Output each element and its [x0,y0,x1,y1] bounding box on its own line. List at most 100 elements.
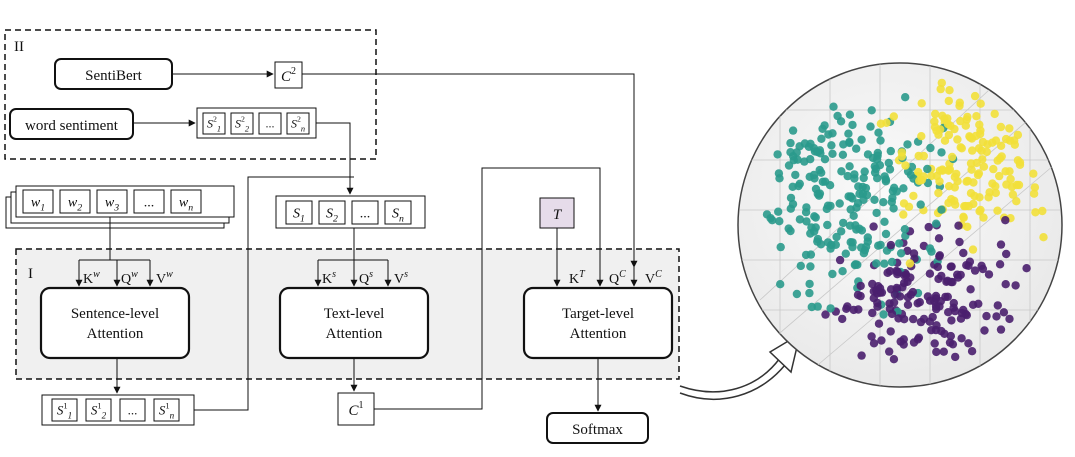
target-k-label: KT [569,269,586,287]
scatter-point [828,269,837,279]
scatter-point [968,146,977,155]
scatter-point [854,182,863,191]
scatter-point [997,152,1006,161]
scatter-point [975,120,984,129]
scatter-point [806,262,815,271]
scatter-point [899,184,908,193]
scatter-point [943,119,953,129]
scatter-point [872,208,881,218]
text-v-label: Vs [394,269,408,287]
scatter-point [931,302,941,311]
scatter-point [936,125,945,134]
scatter-point [853,290,863,300]
scatter-point [809,170,819,180]
scatter-point [862,190,872,200]
scatter-point [886,240,896,250]
scatter-point [876,136,885,145]
scatter-point [1002,249,1011,259]
scatter-point [788,126,798,135]
scatter-point [982,311,991,321]
scatter-point [877,288,887,297]
scatter-point [937,78,946,88]
scatter-point [995,260,1005,269]
scatter-point [935,251,944,260]
target-box: T [539,197,575,229]
sentiment-cell-label: S21 [207,115,221,134]
scatter-point [978,264,988,274]
scatter-point [948,340,958,349]
scatter-point [827,141,836,150]
softmax-block: Softmax [546,412,649,444]
scatter-point [810,212,819,221]
scatter-point [959,212,968,221]
scatter-point [879,310,888,319]
scatter-point [800,139,810,148]
scatter-point [900,225,910,234]
scatter-point [956,143,965,152]
scatter-point [810,227,819,236]
scatter-point [859,249,869,258]
scatter-point [850,260,860,270]
scatter-point [813,147,822,157]
scatter-point [822,204,831,214]
scatter-point [839,218,848,228]
scatter-point [775,174,784,183]
scatter-point [850,174,859,183]
word-cell-box [133,189,165,214]
target-label: T [553,207,563,223]
scatter-point [805,288,814,298]
scatter-point [946,262,955,271]
scatter-point [931,109,940,119]
scatter-point [899,199,909,208]
c2-box: C2 [274,61,303,89]
scatter-point [937,271,946,281]
scatter-point [930,117,939,126]
s1-cell-label: S11 [57,401,72,421]
scatter-point [843,302,852,311]
scatter-point [990,109,999,119]
scatter-point [915,176,924,185]
scatter-point [935,177,944,186]
scatter-point [820,155,830,164]
curved-arrow-icon [679,332,802,400]
scatter-point [801,208,811,217]
scatter-point [933,262,942,272]
scatter-point [955,237,964,247]
scatter-point [1007,182,1016,192]
scatter-point [831,240,840,249]
scatter-point [1015,158,1025,167]
text-k-label: Ks [322,269,336,287]
scatter-point [860,167,869,176]
scatter-point [917,99,926,108]
scatter-point [841,249,850,258]
scatter-point [792,289,802,299]
scatter-point [1006,174,1015,184]
section-i-label: I [28,266,33,282]
scatter-point [776,280,785,289]
scatter-point [826,304,835,313]
scatter-point [988,138,997,147]
sentiment-cell-label: ... [266,117,275,131]
scatter-point [835,199,844,208]
scatter-point [951,352,960,362]
scatter-point [1005,124,1014,133]
scatter-point [817,168,826,177]
scatter-point [868,308,877,318]
scatter-point [1001,134,1011,144]
scatter-point [905,259,915,268]
scatter-point [996,141,1006,150]
scatter-point [773,150,782,159]
scatter-point [887,309,897,319]
scatter-point [925,317,934,326]
scatter-point [889,204,898,213]
scatter-points [762,78,1048,364]
scatter-point [931,219,941,228]
scatter-point [934,234,944,243]
word-cell-label: wn [179,195,193,213]
scatter-point [1029,169,1038,178]
scatter-point [879,198,888,207]
scatter-point [946,277,956,287]
scatter-point [889,298,899,307]
scatter-point [936,84,945,94]
